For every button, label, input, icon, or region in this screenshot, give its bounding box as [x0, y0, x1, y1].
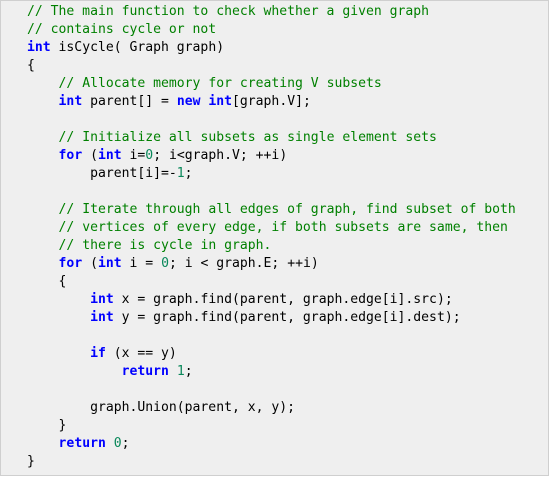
- code-line: int x = graph.find(parent, graph.edge[i]…: [27, 291, 516, 309]
- code-token-keyword: int: [97, 256, 122, 271]
- code-token-text: [27, 202, 59, 217]
- code-token-text: [27, 130, 59, 145]
- code-token-text: parent[] =: [82, 94, 177, 109]
- code-token-text: y = graph.find(parent, graph.edge[i].des…: [113, 310, 461, 325]
- code-token-text: (: [82, 256, 98, 271]
- code-token-text: [27, 220, 59, 235]
- code-token-text: ;: [184, 364, 193, 379]
- code-token-text: parent[i]=-: [27, 166, 177, 181]
- code-line: parent[i]=-1;: [27, 165, 516, 183]
- code-token-keyword: return: [58, 436, 106, 451]
- code-line: [27, 381, 516, 399]
- code-token-comment: // Allocate memory for creating V subset…: [58, 76, 382, 91]
- code-token-text: [27, 292, 90, 307]
- code-token-text: [27, 94, 59, 109]
- code-token-text: [27, 256, 59, 271]
- code-line: }: [27, 453, 516, 471]
- code-line: // vertices of every edge, if both subse…: [27, 219, 516, 237]
- code-token-keyword: int: [208, 94, 233, 109]
- code-line: {: [27, 57, 516, 75]
- code-token-keyword: for: [58, 148, 83, 163]
- code-line: graph.Union(parent, x, y);: [27, 399, 516, 417]
- code-token-number: 0: [161, 256, 169, 271]
- code-token-keyword: for: [58, 256, 83, 271]
- code-token-text: i =: [121, 256, 162, 271]
- code-token-text: graph.Union(parent, x, y);: [27, 400, 296, 415]
- code-line: [27, 327, 516, 345]
- code-token-keyword: if: [90, 346, 106, 361]
- code-token-comment: // The main function to check whether a …: [27, 4, 430, 19]
- code-token-text: [27, 364, 122, 379]
- code-token-text: [27, 76, 59, 91]
- code-token-number: 0: [145, 148, 154, 163]
- code-line: return 0;: [27, 435, 516, 453]
- code-line: [27, 111, 516, 129]
- code-token-text: [27, 346, 90, 361]
- code-line: {: [27, 273, 516, 291]
- code-token-comment: // contains cycle or not: [27, 22, 217, 37]
- code-token-text: (x == y): [105, 346, 177, 361]
- code-token-comment: // Iterate through all edges of graph, f…: [58, 202, 516, 217]
- code-token-keyword: int: [97, 148, 122, 163]
- code-token-text: (: [82, 148, 98, 163]
- code-token-text: ; i < graph.E; ++i): [168, 256, 319, 271]
- code-token-text: [106, 436, 114, 451]
- code-line: for (int i=0; i<graph.V; ++i): [27, 147, 516, 165]
- code-token-text: [27, 148, 59, 163]
- code-token-keyword: int: [58, 94, 83, 109]
- code-line: // The main function to check whether a …: [27, 3, 516, 21]
- code-token-text: [graph.V];: [232, 94, 311, 109]
- code-token-keyword: return: [121, 364, 169, 379]
- code-token-text: {: [27, 58, 35, 73]
- code-line: // Iterate through all edges of graph, f…: [27, 201, 516, 219]
- code-line: return 1;: [27, 363, 516, 381]
- code-line: int y = graph.find(parent, graph.edge[i]…: [27, 309, 516, 327]
- code-token-keyword: int: [90, 310, 114, 325]
- code-line: int parent[] = new int[graph.V];: [27, 93, 516, 111]
- code-line: // Initialize all subsets as single elem…: [27, 129, 516, 147]
- code-token-comment: // vertices of every edge, if both subse…: [58, 220, 508, 235]
- code-token-number: 0: [113, 436, 122, 451]
- code-token-number: 1: [176, 364, 185, 379]
- code-token-text: [169, 364, 177, 379]
- code-token-keyword: new: [176, 94, 201, 109]
- code-token-number: 1: [176, 166, 185, 181]
- code-token-text: ; i<graph.V; ++i): [153, 148, 288, 163]
- code-line: [27, 183, 516, 201]
- code-line: }: [27, 417, 516, 435]
- code-token-text: isCycle( Graph graph): [50, 40, 225, 55]
- code-token-text: }: [27, 454, 35, 469]
- code-token-text: {: [27, 274, 67, 289]
- code-line: // contains cycle or not: [27, 21, 516, 39]
- code-token-text: [27, 436, 59, 451]
- code-token-comment: // there is cycle in graph.: [58, 238, 272, 253]
- code-line: // there is cycle in graph.: [27, 237, 516, 255]
- code-token-keyword: int: [27, 40, 51, 55]
- code-block: // The main function to check whether a …: [27, 3, 516, 471]
- code-token-comment: // Initialize all subsets as single elem…: [58, 130, 437, 145]
- code-token-text: ;: [184, 166, 193, 181]
- code-token-keyword: int: [90, 292, 114, 307]
- code-token-text: [27, 238, 59, 253]
- code-token-text: ;: [121, 436, 130, 451]
- code-line: int isCycle( Graph graph): [27, 39, 516, 57]
- code-token-text: i=: [121, 148, 146, 163]
- code-line: // Allocate memory for creating V subset…: [27, 75, 516, 93]
- code-token-text: }: [27, 418, 67, 433]
- code-line: if (x == y): [27, 345, 516, 363]
- code-line: for (int i = 0; i < graph.E; ++i): [27, 255, 516, 273]
- code-token-text: x = graph.find(parent, graph.edge[i].src…: [113, 292, 453, 307]
- code-token-text: [27, 310, 90, 325]
